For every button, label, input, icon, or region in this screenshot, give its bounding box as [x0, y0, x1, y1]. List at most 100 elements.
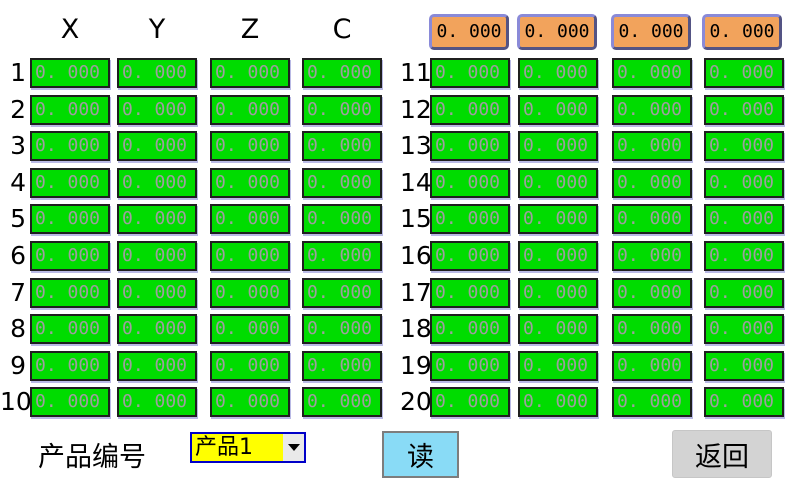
value-cell[interactable]: 0. 000: [518, 387, 598, 418]
value-cell[interactable]: 0. 000: [302, 204, 382, 235]
value-cell[interactable]: 0. 000: [117, 131, 197, 162]
value-cell[interactable]: 0. 000: [210, 277, 290, 308]
row-number: 13: [400, 131, 432, 161]
value-cell[interactable]: 0. 000: [117, 314, 197, 345]
value-cell[interactable]: 0. 000: [518, 241, 598, 271]
value-cell[interactable]: 0. 000: [612, 94, 692, 125]
row-number: 10: [0, 387, 32, 417]
value-cell[interactable]: 0. 000: [210, 94, 290, 125]
value-cell[interactable]: 0. 000: [117, 167, 197, 198]
value-cell[interactable]: 0. 000: [612, 204, 692, 235]
value-cell[interactable]: 0. 000: [210, 58, 290, 88]
value-cell[interactable]: 0. 000: [430, 241, 510, 271]
value-cell[interactable]: 0. 000: [210, 314, 290, 345]
value-cell[interactable]: 0. 000: [210, 131, 290, 162]
value-cell[interactable]: 0. 000: [518, 204, 598, 235]
value-cell[interactable]: 0. 000: [302, 131, 382, 162]
value-cell[interactable]: 0. 000: [704, 277, 784, 308]
value-cell[interactable]: 0. 000: [430, 94, 510, 125]
current-value-display-y[interactable]: 0. 000: [517, 14, 597, 50]
value-cell[interactable]: 0. 000: [30, 314, 110, 345]
value-cell[interactable]: 0. 000: [704, 350, 784, 381]
value-cell[interactable]: 0. 000: [302, 94, 382, 125]
value-cell[interactable]: 0. 000: [430, 350, 510, 381]
value-cell[interactable]: 0. 000: [30, 167, 110, 198]
value-cell[interactable]: 0. 000: [302, 387, 382, 418]
value-cell[interactable]: 0. 000: [302, 277, 382, 308]
value-cell[interactable]: 0. 000: [518, 167, 598, 198]
value-cell[interactable]: 0. 000: [612, 131, 692, 162]
value-cell[interactable]: 0. 000: [117, 204, 197, 235]
value-cell[interactable]: 0. 000: [704, 131, 784, 162]
value-cell[interactable]: 0. 000: [302, 314, 382, 345]
value-cell[interactable]: 0. 000: [430, 204, 510, 235]
current-value-display-z[interactable]: 0. 000: [611, 14, 691, 50]
value-cell[interactable]: 0. 000: [430, 387, 510, 418]
value-cell[interactable]: 0. 000: [518, 131, 598, 162]
value-cell[interactable]: 0. 000: [430, 58, 510, 88]
value-cell[interactable]: 0. 000: [117, 58, 197, 88]
value-cell[interactable]: 0. 000: [117, 387, 197, 418]
row-number: 14: [400, 167, 432, 197]
row-number: 3: [10, 131, 26, 161]
value-cell[interactable]: 0. 000: [30, 387, 110, 418]
value-cell[interactable]: 0. 000: [704, 241, 784, 271]
value-cell[interactable]: 0. 000: [430, 167, 510, 198]
value-cell[interactable]: 0. 000: [30, 350, 110, 381]
value-cell[interactable]: 0. 000: [612, 387, 692, 418]
value-cell[interactable]: 0. 000: [612, 314, 692, 345]
value-cell[interactable]: 0. 000: [302, 167, 382, 198]
value-cell[interactable]: 0. 000: [518, 277, 598, 308]
value-cell[interactable]: 0. 000: [704, 387, 784, 418]
value-cell[interactable]: 0. 000: [518, 94, 598, 125]
value-cell[interactable]: 0. 000: [210, 387, 290, 418]
value-cell[interactable]: 0. 000: [117, 241, 197, 271]
row-number: 6: [10, 241, 26, 270]
value-cell[interactable]: 0. 000: [30, 241, 110, 271]
value-cell[interactable]: 0. 000: [704, 204, 784, 235]
value-cell[interactable]: 0. 000: [612, 241, 692, 271]
product-select[interactable]: 产品1: [190, 432, 306, 463]
row-number: 4: [10, 167, 26, 197]
value-cell[interactable]: 0. 000: [704, 167, 784, 198]
value-cell[interactable]: 0. 000: [30, 94, 110, 125]
current-value-display-c[interactable]: 0. 000: [702, 14, 782, 50]
value-cell[interactable]: 0. 000: [612, 350, 692, 381]
value-cell[interactable]: 0. 000: [704, 94, 784, 125]
dropdown-arrow-button[interactable]: [283, 434, 304, 461]
value-cell[interactable]: 0. 000: [430, 131, 510, 162]
value-cell[interactable]: 0. 000: [30, 131, 110, 162]
value-cell[interactable]: 0. 000: [302, 350, 382, 381]
value-cell[interactable]: 0. 000: [117, 350, 197, 381]
value-cell[interactable]: 0. 000: [210, 204, 290, 235]
chevron-down-icon: [287, 444, 300, 451]
value-cell[interactable]: 0. 000: [518, 350, 598, 381]
value-cell[interactable]: 0. 000: [612, 167, 692, 198]
value-cell[interactable]: 0. 000: [302, 241, 382, 271]
current-value-display-x[interactable]: 0. 000: [429, 14, 509, 50]
value-cell[interactable]: 0. 000: [210, 350, 290, 381]
value-cell[interactable]: 0. 000: [117, 277, 197, 308]
value-cell[interactable]: 0. 000: [518, 314, 598, 345]
value-cell[interactable]: 0. 000: [612, 277, 692, 308]
value-cell[interactable]: 0. 000: [30, 58, 110, 88]
value-cell[interactable]: 0. 000: [612, 58, 692, 88]
row-number: 17: [400, 277, 432, 307]
value-cell[interactable]: 0. 000: [704, 58, 784, 88]
row-number: 1: [10, 58, 26, 87]
value-cell[interactable]: 0. 000: [210, 241, 290, 271]
value-cell[interactable]: 0. 000: [210, 167, 290, 198]
value-cell[interactable]: 0. 000: [30, 277, 110, 308]
column-header-y: Y: [148, 14, 166, 45]
value-cell[interactable]: 0. 000: [302, 58, 382, 88]
read-button[interactable]: 读: [382, 431, 459, 478]
value-cell[interactable]: 0. 000: [430, 277, 510, 308]
value-cell[interactable]: 0. 000: [518, 58, 598, 88]
value-cell[interactable]: 0. 000: [430, 314, 510, 345]
row-number: 12: [400, 94, 432, 124]
value-cell[interactable]: 0. 000: [117, 94, 197, 125]
back-button[interactable]: 返回: [672, 430, 772, 478]
value-cell[interactable]: 0. 000: [704, 314, 784, 345]
value-cell[interactable]: 0. 000: [30, 204, 110, 235]
